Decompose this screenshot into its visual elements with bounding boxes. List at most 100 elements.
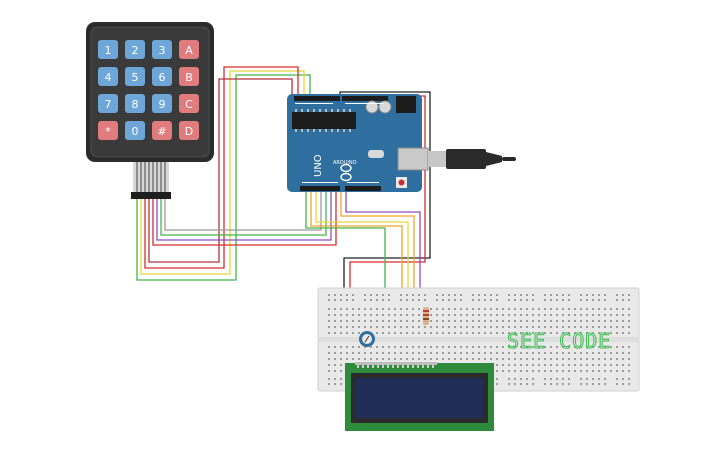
breadboard-hole[interactable] [508,352,510,354]
breadboard-hole[interactable] [334,294,336,296]
breadboard-hole[interactable] [628,320,630,322]
breadboard-hole[interactable] [616,299,618,301]
breadboard-hole[interactable] [580,352,582,354]
breadboard-hole[interactable] [400,314,402,316]
breadboard-hole[interactable] [586,346,588,348]
breadboard-hole[interactable] [466,352,468,354]
breadboard-hole[interactable] [514,383,516,385]
breadboard-hole[interactable] [622,358,624,360]
breadboard-hole[interactable] [538,370,540,372]
breadboard-hole[interactable] [382,308,384,310]
breadboard-hole[interactable] [418,332,420,334]
breadboard-hole[interactable] [562,294,564,296]
breadboard-hole[interactable] [514,308,516,310]
breadboard-hole[interactable] [508,364,510,366]
breadboard-hole[interactable] [490,299,492,301]
breadboard-hole[interactable] [622,383,624,385]
breadboard-hole[interactable] [598,370,600,372]
breadboard-hole[interactable] [562,358,564,360]
breadboard-hole[interactable] [556,358,558,360]
breadboard-hole[interactable] [406,320,408,322]
breadboard-hole[interactable] [514,332,516,334]
breadboard-hole[interactable] [562,378,564,380]
breadboard-hole[interactable] [352,346,354,348]
breadboard-hole[interactable] [526,352,528,354]
breadboard-hole[interactable] [574,346,576,348]
breadboard-hole[interactable] [598,320,600,322]
breadboard-hole[interactable] [556,314,558,316]
breadboard-hole[interactable] [586,370,588,372]
breadboard-hole[interactable] [406,299,408,301]
breadboard-hole[interactable] [394,346,396,348]
breadboard-hole[interactable] [532,332,534,334]
breadboard-hole[interactable] [394,326,396,328]
wire-keypad-8[interactable] [164,190,322,231]
breadboard-hole[interactable] [556,326,558,328]
breadboard-hole[interactable] [406,332,408,334]
breadboard-hole[interactable] [544,299,546,301]
breadboard-hole[interactable] [496,370,498,372]
breadboard-hole[interactable] [562,314,564,316]
breadboard-hole[interactable] [538,358,540,360]
breadboard-hole[interactable] [622,370,624,372]
keypad-header-pins[interactable] [131,192,171,199]
breadboard-hole[interactable] [490,352,492,354]
breadboard-hole[interactable] [442,332,444,334]
breadboard-hole[interactable] [586,378,588,380]
breadboard-hole[interactable] [628,299,630,301]
breadboard-hole[interactable] [346,352,348,354]
lcd-pin[interactable] [367,364,369,368]
breadboard-hole[interactable] [388,320,390,322]
breadboard-hole[interactable] [340,308,342,310]
breadboard-hole[interactable] [502,332,504,334]
breadboard-hole[interactable] [454,320,456,322]
breadboard-hole[interactable] [328,352,330,354]
breadboard-hole[interactable] [394,352,396,354]
breadboard-hole[interactable] [466,358,468,360]
breadboard-hole[interactable] [430,314,432,316]
breadboard-hole[interactable] [532,320,534,322]
breadboard-hole[interactable] [424,332,426,334]
breadboard-hole[interactable] [394,308,396,310]
breadboard-hole[interactable] [550,352,552,354]
breadboard-hole[interactable] [400,299,402,301]
breadboard-hole[interactable] [610,320,612,322]
breadboard-hole[interactable] [610,364,612,366]
breadboard-hole[interactable] [598,308,600,310]
breadboard-hole[interactable] [526,314,528,316]
breadboard-hole[interactable] [478,299,480,301]
breadboard-hole[interactable] [544,346,546,348]
breadboard-hole[interactable] [472,314,474,316]
breadboard-hole[interactable] [352,314,354,316]
breadboard-hole[interactable] [610,370,612,372]
breadboard-hole[interactable] [628,308,630,310]
breadboard-hole[interactable] [436,320,438,322]
breadboard-hole[interactable] [604,370,606,372]
breadboard-hole[interactable] [538,364,540,366]
breadboard-hole[interactable] [544,326,546,328]
breadboard-hole[interactable] [568,352,570,354]
breadboard-hole[interactable] [496,378,498,380]
breadboard-hole[interactable] [340,326,342,328]
breadboard-hole[interactable] [334,299,336,301]
breadboard-hole[interactable] [442,314,444,316]
breadboard-hole[interactable] [448,299,450,301]
breadboard-hole[interactable] [508,294,510,296]
breadboard-hole[interactable] [628,352,630,354]
breadboard-hole[interactable] [364,314,366,316]
breadboard-hole[interactable] [616,346,618,348]
breadboard-hole[interactable] [364,358,366,360]
breadboard-hole[interactable] [370,308,372,310]
breadboard-hole[interactable] [490,346,492,348]
breadboard-hole[interactable] [466,326,468,328]
breadboard-hole[interactable] [574,358,576,360]
lcd-pin[interactable] [407,364,409,368]
keypad-key-0-1[interactable] [125,40,145,59]
breadboard-hole[interactable] [382,346,384,348]
breadboard-hole[interactable] [556,383,558,385]
breadboard-hole[interactable] [364,320,366,322]
breadboard-hole[interactable] [520,364,522,366]
breadboard-hole[interactable] [574,320,576,322]
breadboard-hole[interactable] [454,358,456,360]
breadboard-hole[interactable] [340,370,342,372]
